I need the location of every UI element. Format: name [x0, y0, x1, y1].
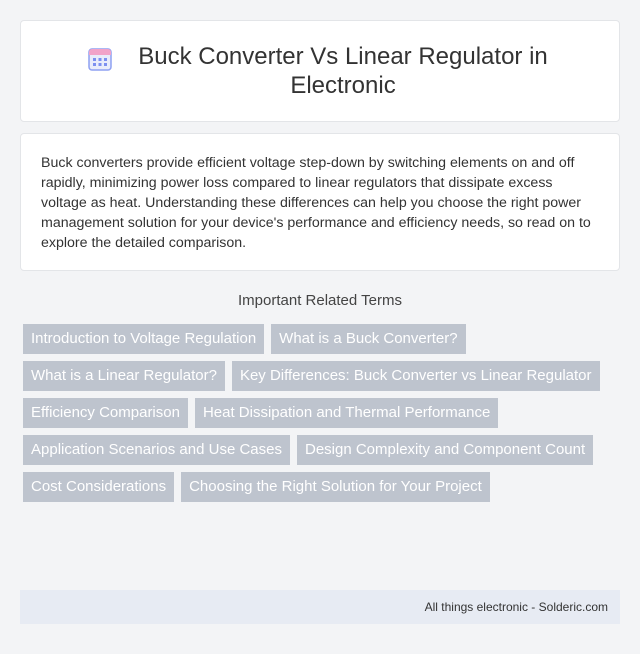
calendar-grid-icon: [88, 48, 112, 71]
term-tag-linear-regulator[interactable]: What is a Linear Regulator?: [23, 361, 225, 391]
page-title: Buck Converter Vs Linear Regulator in El…: [138, 43, 548, 99]
term-tag-buck-converter[interactable]: What is a Buck Converter?: [271, 324, 466, 354]
term-tag-choosing-solution[interactable]: Choosing the Right Solution for Your Pro…: [181, 472, 490, 502]
related-terms-list: Introduction to Voltage Regulation What …: [23, 324, 623, 502]
term-tag-key-differences[interactable]: Key Differences: Buck Converter vs Linea…: [231, 361, 600, 391]
term-tag-design-complexity[interactable]: Design Complexity and Component Count: [296, 435, 594, 465]
intro-card: Buck converters provide efficient voltag…: [20, 133, 620, 271]
term-tag-heat-dissipation[interactable]: Heat Dissipation and Thermal Performance: [194, 398, 499, 428]
title-card: Buck Converter Vs Linear Regulator in El…: [20, 20, 620, 122]
related-terms-heading: Important Related Terms: [238, 292, 402, 309]
term-tag-applications[interactable]: Application Scenarios and Use Cases: [23, 435, 290, 465]
term-tag-voltage-regulation[interactable]: Introduction to Voltage Regulation: [23, 324, 265, 354]
title-row: Buck Converter Vs Linear Regulator in El…: [87, 42, 553, 100]
term-tag-cost[interactable]: Cost Considerations: [23, 472, 175, 502]
intro-paragraph: Buck converters provide efficient voltag…: [41, 155, 591, 251]
term-tag-efficiency[interactable]: Efficiency Comparison: [23, 398, 188, 428]
footer: All things electronic - Solderic.com: [20, 590, 620, 624]
footer-text: All things electronic - Solderic.com: [424, 600, 608, 614]
